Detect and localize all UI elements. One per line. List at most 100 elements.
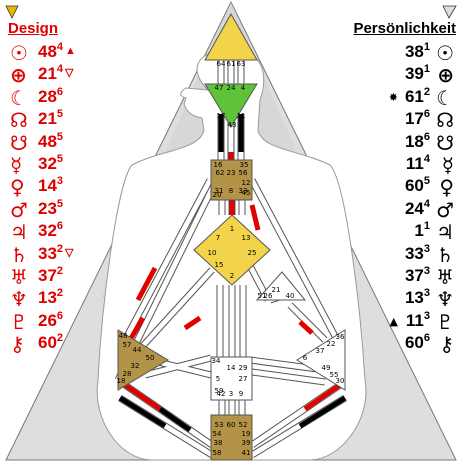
gate-15-label: 15	[215, 261, 224, 269]
line-number: 3	[423, 309, 430, 322]
personality-gate-activation: 605	[404, 175, 430, 198]
ajna-center	[204, 83, 258, 128]
line-number: 3	[423, 242, 430, 255]
gate-1-label: 1	[230, 225, 234, 233]
line-number: 5	[56, 108, 64, 121]
fixing-mark-icon: ▲	[389, 314, 398, 328]
jupiter-icon: ♃	[10, 220, 28, 245]
gate-43-label: 43	[228, 121, 237, 129]
personality-gate-activation: 11	[414, 220, 430, 243]
head-center	[204, 12, 258, 61]
gate-27-label: 27	[239, 375, 248, 383]
gate-62-label: 62	[216, 169, 225, 177]
line-number: 5	[56, 197, 64, 210]
design-gate-activation: 286	[38, 86, 63, 109]
line-number: 4	[56, 41, 64, 53]
line-number: 6	[56, 309, 64, 322]
gate-41-label: 41	[242, 449, 251, 457]
venus-icon: ♀	[10, 175, 25, 200]
personality-corner-marker-icon	[442, 5, 457, 19]
line-number: 1	[423, 63, 430, 76]
gate-64-label: 64	[217, 60, 226, 68]
gate-57-label: 57	[123, 341, 132, 349]
gate-23-label: 23	[227, 169, 236, 177]
fixing-mark-icon: ▽	[65, 67, 74, 80]
gate-61-label: 61	[227, 60, 236, 68]
personality-gate-activation: 113	[405, 309, 430, 333]
line-number: 6	[423, 108, 430, 121]
gate-17-label: 17	[217, 112, 226, 120]
gate-47-label: 47	[215, 84, 224, 92]
gate-number: 23	[38, 198, 57, 218]
line-number: 3	[56, 175, 64, 188]
gate-number: 26	[38, 310, 57, 330]
line-number: 4	[423, 153, 430, 165]
gate-number: 14	[38, 176, 57, 196]
gate-number: 32	[38, 221, 57, 241]
gate-33-label: 33	[239, 187, 248, 195]
line-number: 2	[423, 85, 430, 98]
uranus-icon: ♅	[436, 265, 454, 289]
gate-number: 21	[38, 109, 57, 129]
gate-number: 60	[404, 176, 424, 196]
gate-number: 18	[404, 131, 424, 151]
design-gate-activation: 326	[38, 220, 63, 243]
personality-gate-activation: 244	[404, 198, 430, 221]
gate-52-label: 52	[239, 421, 248, 429]
personality-gate-activation: 133	[404, 287, 430, 310]
sun-icon: ☉	[436, 41, 454, 65]
gate-11-label: 11	[237, 112, 246, 120]
gate-number: 11	[405, 154, 424, 173]
mars-icon: ♂	[10, 197, 28, 222]
gate-number: 28	[38, 86, 57, 106]
line-number: 5	[56, 153, 64, 165]
jupiter-icon: ♃	[436, 220, 454, 245]
gate-30-label: 30	[336, 377, 345, 385]
saturn-icon: ♄	[10, 242, 28, 267]
gate-16-label: 16	[214, 161, 223, 169]
gate-53-label: 53	[215, 421, 224, 429]
personality-gate-activation: 333	[404, 242, 430, 266]
personality-gate-activation: 381	[405, 41, 430, 64]
gate-59-label: 59	[215, 387, 224, 395]
line-number: 6	[423, 332, 430, 345]
gate-45-label: 45	[242, 189, 251, 197]
personality-gate-activation: 176	[405, 108, 430, 131]
gate-number: 11	[405, 310, 424, 330]
gate-number: 61	[404, 86, 424, 106]
uranus-icon: ♅	[10, 265, 28, 289]
gate-number: 32	[38, 154, 57, 173]
earth-icon: ⊕	[10, 63, 27, 88]
venus-icon: ♀	[439, 175, 454, 200]
moon-icon: ☾	[10, 85, 28, 110]
gate-32-label: 32	[131, 362, 140, 370]
personality-gate-activation: 606	[405, 332, 430, 355]
gate-49-label: 49	[322, 364, 331, 372]
gate-26-label: 26	[264, 292, 273, 300]
gate-14-label: 14	[227, 364, 236, 372]
line-number: 5	[56, 130, 64, 143]
saturn-icon: ♄	[436, 242, 454, 267]
gate-28-label: 28	[123, 370, 132, 378]
moon-icon: ☾	[436, 85, 454, 110]
gate-number: 33	[38, 243, 57, 263]
gate-number: 13	[404, 288, 424, 308]
gate-35-label: 35	[240, 161, 249, 169]
gate-2-label: 2	[230, 272, 234, 280]
gate-7-label: 7	[216, 234, 220, 242]
design-title: Design	[8, 20, 59, 37]
design-gate-activation: 332▽	[38, 243, 74, 266]
south-node-icon: ☋	[10, 130, 28, 155]
gate-39-label: 39	[242, 439, 251, 447]
earth-icon: ⊕	[437, 63, 454, 88]
design-gate-activation: 602	[38, 332, 63, 355]
personality-gate-activation: 373	[405, 265, 430, 288]
design-gate-activation: 132	[38, 287, 63, 310]
fixing-mark-icon: ▽	[65, 246, 74, 259]
gate-number: 33	[404, 243, 424, 263]
gate-number: 24	[404, 198, 424, 218]
personality-gate-activation: 114	[405, 153, 430, 176]
root-center	[210, 414, 253, 461]
